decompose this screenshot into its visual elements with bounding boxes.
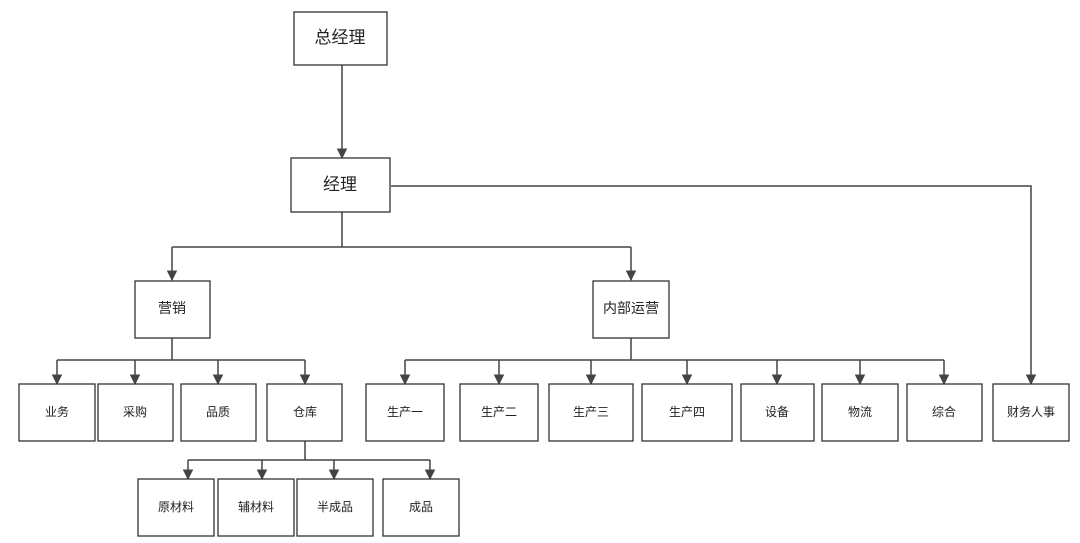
node-production-2: 生产二 (459, 383, 539, 442)
node-label: 生产四 (669, 405, 705, 419)
node-manager: 经理 (290, 157, 391, 213)
node-raw-material: 原材料 (137, 478, 215, 537)
node-general: 综合 (906, 383, 983, 442)
node-label: 经理 (323, 175, 357, 195)
connectors (51, 65, 1037, 481)
node-label: 内部运营 (603, 301, 659, 317)
node-label: 综合 (932, 404, 956, 419)
node-production-1: 生产一 (365, 383, 445, 442)
node-equipment: 设备 (740, 383, 815, 442)
node-business: 业务 (18, 383, 96, 442)
node-semi-finished: 半成品 (296, 478, 374, 537)
node-label: 品质 (206, 405, 230, 419)
node-logistics: 物流 (821, 383, 899, 442)
node-label: 成品 (409, 500, 433, 514)
node-production-3: 生产三 (548, 383, 634, 442)
node-aux-material: 辅材料 (217, 478, 295, 537)
node-finance-hr: 财务人事 (992, 383, 1070, 442)
node-marketing: 营销 (134, 280, 211, 339)
node-label: 总经理 (315, 28, 366, 48)
node-label: 营销 (158, 301, 186, 317)
node-label: 仓库 (293, 404, 317, 419)
node-label: 业务 (45, 404, 69, 419)
node-warehouse: 仓库 (266, 383, 343, 442)
node-label: 半成品 (317, 500, 353, 514)
node-label: 设备 (765, 405, 789, 419)
edge-marketing-bus (57, 338, 305, 361)
node-production-4: 生产四 (641, 383, 733, 442)
node-label: 生产三 (573, 405, 609, 419)
node-label: 生产二 (481, 405, 517, 419)
node-label: 辅材料 (238, 500, 274, 514)
edge-manager-finance (391, 185, 1037, 386)
node-internal-ops: 内部运营 (592, 280, 670, 339)
node-label: 采购 (123, 404, 147, 419)
edge-warehouse-bus (188, 441, 430, 461)
node-finished: 成品 (382, 478, 460, 537)
node-general-manager: 总经理 (293, 11, 388, 66)
node-procurement: 采购 (97, 383, 174, 442)
node-quality: 品质 (180, 383, 257, 442)
node-label: 生产一 (387, 405, 423, 419)
edge-ops-bus (405, 338, 944, 361)
node-label: 物流 (848, 405, 872, 419)
node-label: 财务人事 (1007, 404, 1055, 419)
node-label: 原材料 (158, 500, 194, 514)
